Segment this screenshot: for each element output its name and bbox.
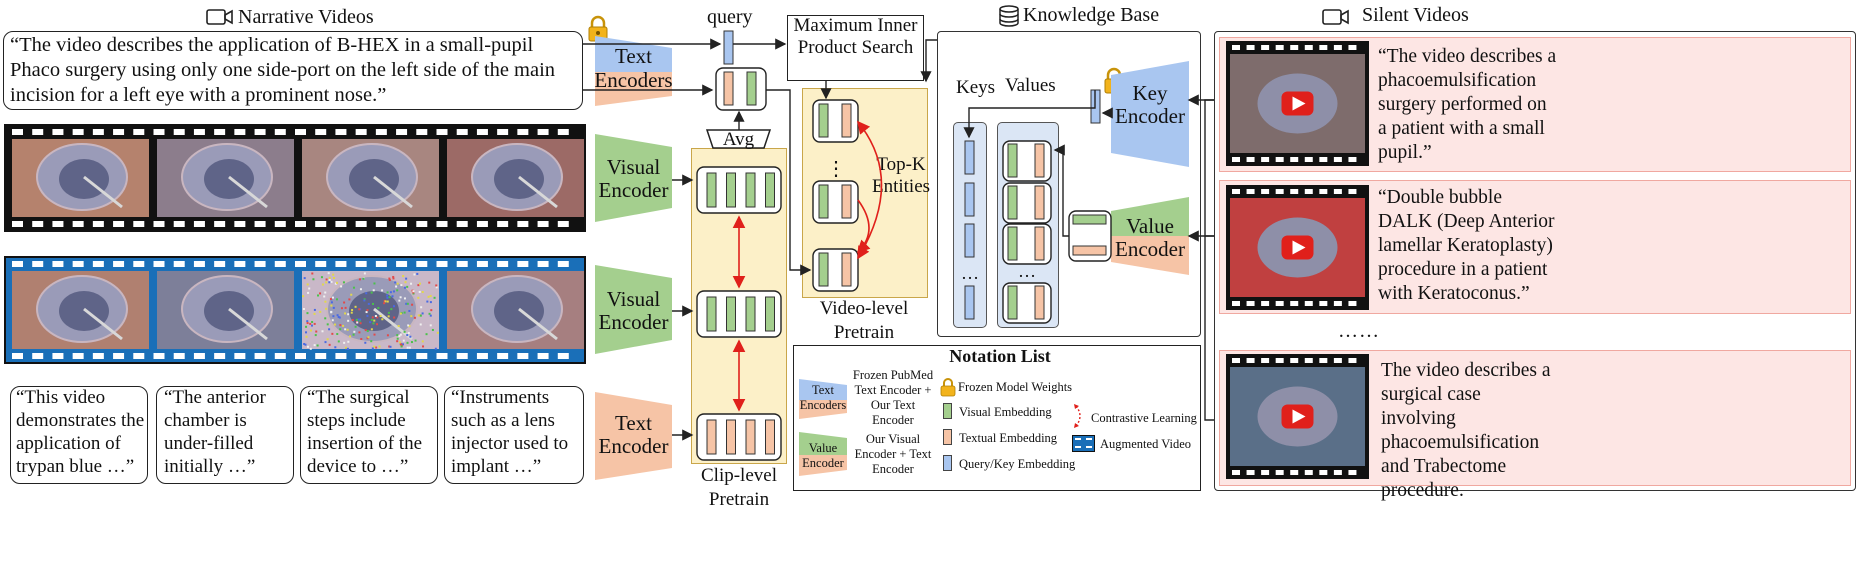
notation-textual-emb: Textual Embedding — [959, 430, 1057, 447]
knowledge-base-header: Knowledge Base — [1023, 3, 1159, 27]
keys-ellipsis: … — [955, 260, 985, 286]
values-column — [997, 122, 1059, 328]
text-encoder-label-2: Encoder — [592, 433, 675, 459]
film-strip-augmented — [4, 256, 586, 364]
key-encoder-label-2: Encoder — [1107, 103, 1193, 129]
narrative-caption-text: “The video describes the application of … — [10, 33, 578, 108]
database-icon — [998, 5, 1020, 27]
notation-value-enc-icon-1: Value — [799, 441, 847, 456]
values-label: Values — [1005, 73, 1056, 99]
narrative-videos-header: Narrative Videos — [238, 5, 374, 29]
topk-ellipsis: ⋮ — [826, 156, 846, 182]
text-encoders-label-1: Text — [595, 43, 672, 69]
topk-label-2: Entities — [862, 174, 940, 200]
silent-videos-header: Silent Videos — [1362, 3, 1469, 27]
video-level-pretrain-label: Video-level Pretrain — [800, 297, 928, 345]
notation-text-enc-icon-2: Encoders — [795, 398, 851, 413]
notation-value-enc-desc: Our Visual Encoder + Text Encoder — [849, 432, 937, 477]
silent-caption-text: The video describes a surgical case invo… — [1381, 359, 1557, 503]
clip-caption-text: “Instruments such as a lens injector use… — [451, 386, 581, 478]
connector-line — [1205, 100, 1214, 420]
mips-label: Maximum Inner Product Search — [787, 15, 924, 59]
values-ellipsis: … — [1012, 258, 1042, 284]
notation-title: Notation List — [900, 343, 1100, 369]
clip-caption-text: “This video demonstrates the application… — [16, 386, 146, 478]
visual-encoder-2-label-2: Encoder — [592, 309, 675, 335]
notation-query-emb: Query/Key Embedding — [959, 456, 1075, 473]
notation-text-enc-icon-1: Text — [799, 383, 847, 398]
notation-text-enc-desc: Frozen PubMed Text Encoder + Our Text En… — [849, 368, 937, 428]
value-encoder-label-2: Encoder — [1107, 236, 1193, 262]
clip-caption-text: “The surgical steps include insertion of… — [307, 386, 437, 478]
notation-contrastive: Contrastive Learning — [1091, 410, 1197, 427]
film-strip-original — [4, 124, 586, 232]
lock-icon — [940, 378, 956, 397]
textual-embedding-icon — [943, 429, 952, 445]
visual-encoder-1-label-2: Encoder — [592, 177, 675, 203]
silent-caption-text: “Double bubble DALK (Deep Anterior lamel… — [1378, 186, 1560, 306]
avg-label: Avg — [707, 127, 770, 153]
text-encoders-label-2: Encoders — [590, 67, 677, 93]
query-embedding-icon — [943, 455, 952, 471]
silent-caption-text: “The video describes a phacoemulsificati… — [1378, 45, 1560, 165]
lock-icon — [587, 16, 609, 42]
contrastive-arrow-icon — [1072, 403, 1088, 429]
notation-frozen: Frozen Model Weights — [958, 379, 1072, 396]
keys-label: Keys — [956, 75, 995, 101]
clip-level-pretrain-label: Clip-level Pretrain — [684, 464, 794, 512]
video-camera-icon — [206, 7, 234, 27]
notation-value-enc-icon-2: Encoder — [795, 456, 851, 471]
clip-level-pretrain-panel — [691, 148, 787, 464]
arrow — [926, 40, 937, 81]
visual-embedding-icon — [943, 403, 952, 419]
notation-visual-emb: Visual Embedding — [959, 404, 1052, 421]
visual-embedding — [747, 72, 756, 105]
clip-caption-text: “The anterior chamber is under-filled in… — [164, 386, 292, 478]
query-label: query — [707, 5, 753, 29]
keys-column — [953, 122, 987, 328]
textual-embedding — [724, 72, 733, 105]
query-embedding — [724, 31, 733, 64]
video-camera-icon — [1322, 7, 1350, 27]
silent-ellipsis: …… — [1338, 318, 1380, 344]
notation-augmented: Augmented Video — [1100, 436, 1191, 453]
fused-embedding-box — [716, 68, 766, 110]
augmented-video-icon — [1072, 435, 1095, 452]
